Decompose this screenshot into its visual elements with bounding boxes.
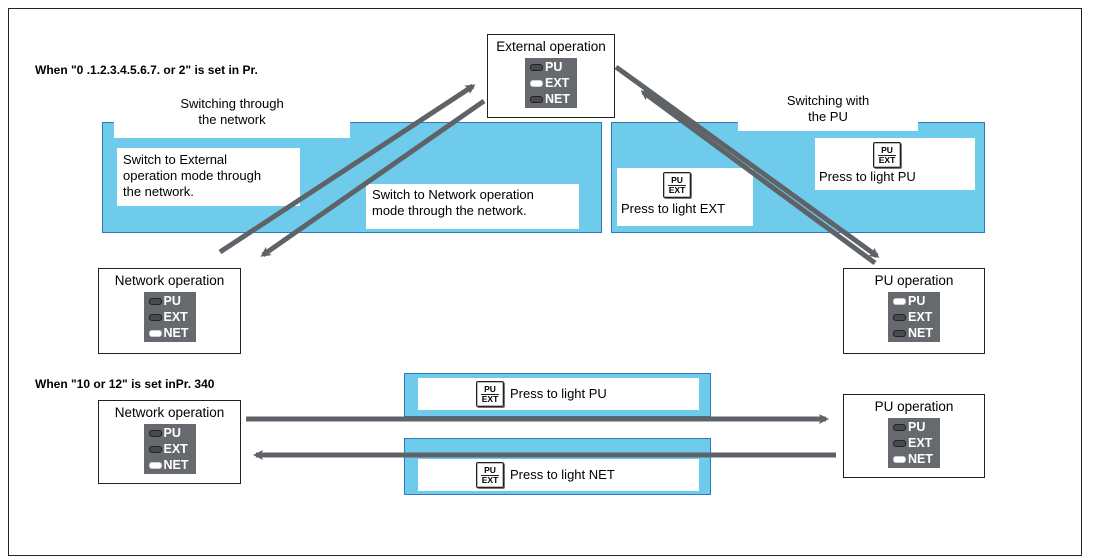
led-icon xyxy=(530,63,543,71)
pu-switch-title: Switching with the PU xyxy=(738,91,918,131)
press-light-ext-text: Press to light EXT xyxy=(621,201,726,216)
led-icon xyxy=(148,329,162,337)
indicator-row: PU xyxy=(888,293,940,309)
indicator-label: EXT xyxy=(545,76,570,90)
key-top-label: PU xyxy=(668,175,686,186)
key-top-label: PU xyxy=(481,465,499,476)
indicator-row: NET xyxy=(144,457,196,473)
indicator-label: NET xyxy=(163,458,189,472)
led-icon xyxy=(893,423,906,431)
indicator-label: PU xyxy=(908,294,926,308)
indicator-row: EXT xyxy=(525,75,577,91)
press-light-net-text: Press to light NET xyxy=(510,467,615,482)
mode-indicator-panel: PU EXT NET xyxy=(143,292,196,342)
led-icon xyxy=(148,297,162,305)
switch-to-external-text: Switch to External operation mode throug… xyxy=(123,152,262,199)
indicator-row: PU xyxy=(525,59,577,75)
pu-switch-title-text: Switching with the PU xyxy=(786,93,870,124)
operation-title: PU operation xyxy=(874,273,954,288)
press-net-note-bottom: PU EXT Press to light NET xyxy=(418,459,699,491)
operation-title: Network operation xyxy=(114,405,225,420)
led-icon xyxy=(148,313,162,321)
indicator-row: EXT xyxy=(144,441,196,457)
press-pu-note-top: PU EXT Press to light PU xyxy=(815,138,975,190)
mode-indicator-panel: PU EXT NET xyxy=(525,58,577,108)
operation-title: External operation xyxy=(496,39,606,54)
arrow-pu-to-external xyxy=(640,89,877,266)
led-icon xyxy=(893,455,906,463)
indicator-row: NET xyxy=(888,451,940,467)
led-icon xyxy=(893,297,906,305)
led-icon xyxy=(530,79,543,87)
indicator-row: EXT xyxy=(888,309,940,325)
key-bottom-label: EXT xyxy=(481,393,499,404)
network-switch-title-text: Switching through the network xyxy=(180,96,284,127)
diagram-frame xyxy=(8,8,1082,556)
indicator-row: PU xyxy=(888,419,940,435)
arrow-network-to-external xyxy=(218,83,476,255)
led-icon xyxy=(893,313,906,321)
arrow-external-to-network xyxy=(260,98,486,258)
arrow-external-to-pu xyxy=(614,64,880,259)
indicator-label: PU xyxy=(163,294,181,308)
indicator-row: NET xyxy=(144,325,196,341)
press-light-pu-text: Press to light PU xyxy=(819,169,916,184)
indicator-label: EXT xyxy=(163,310,188,324)
network-switch-title: Switching through the network xyxy=(114,94,350,138)
indicator-row: PU xyxy=(144,425,196,441)
condition-bottom: When "10 or 12" is set inPr. 340 xyxy=(35,377,215,391)
indicator-label: NET xyxy=(545,92,570,106)
press-ext-note: PU EXT Press to light EXT xyxy=(617,168,753,226)
mode-indicator-panel: PU EXT NET xyxy=(888,292,940,342)
indicator-row: EXT xyxy=(888,435,940,451)
operation-title: PU operation xyxy=(874,399,954,414)
led-icon xyxy=(893,439,906,447)
indicator-row: PU xyxy=(144,293,196,309)
indicator-row: NET xyxy=(525,91,577,107)
key-bottom-label: EXT xyxy=(668,184,686,195)
key-top-label: PU xyxy=(481,384,499,395)
led-icon xyxy=(530,95,543,103)
indicator-row: NET xyxy=(888,325,940,341)
led-icon xyxy=(148,445,162,453)
press-pu-note-bottom: PU EXT Press to light PU xyxy=(418,378,699,410)
pu-ext-key-icon: PU EXT xyxy=(476,462,504,488)
mode-indicator-panel: PU EXT NET xyxy=(888,418,940,468)
switch-to-network-note: Switch to Network operation mode through… xyxy=(366,184,579,229)
switch-to-network-text: Switch to Network operation mode through… xyxy=(372,187,534,218)
led-icon xyxy=(148,429,162,437)
key-bottom-label: EXT xyxy=(481,474,499,485)
mode-indicator-panel: PU EXT NET xyxy=(143,424,196,474)
key-bottom-label: EXT xyxy=(878,154,896,165)
led-icon xyxy=(893,329,906,337)
indicator-label: PU xyxy=(163,426,181,440)
indicator-label: PU xyxy=(908,420,926,434)
indicator-label: EXT xyxy=(908,436,933,450)
switch-to-external-note: Switch to External operation mode throug… xyxy=(117,148,300,206)
indicator-label: EXT xyxy=(908,310,933,324)
indicator-label: NET xyxy=(163,326,189,340)
press-light-pu-bottom-text: Press to light PU xyxy=(510,386,607,401)
indicator-label: NET xyxy=(908,452,933,466)
indicator-row: EXT xyxy=(144,309,196,325)
indicator-label: EXT xyxy=(163,442,188,456)
operation-title: Network operation xyxy=(114,273,225,288)
indicator-label: PU xyxy=(545,60,563,74)
key-top-label: PU xyxy=(878,145,896,156)
pu-ext-key-icon: PU EXT xyxy=(873,142,901,168)
pu-ext-key-icon: PU EXT xyxy=(663,172,691,198)
pu-ext-key-icon: PU EXT xyxy=(476,381,504,407)
condition-top: When "0 .1.2.3.4.5.6.7. or 2" is set in … xyxy=(35,63,258,77)
indicator-label: NET xyxy=(908,326,933,340)
led-icon xyxy=(148,461,162,469)
